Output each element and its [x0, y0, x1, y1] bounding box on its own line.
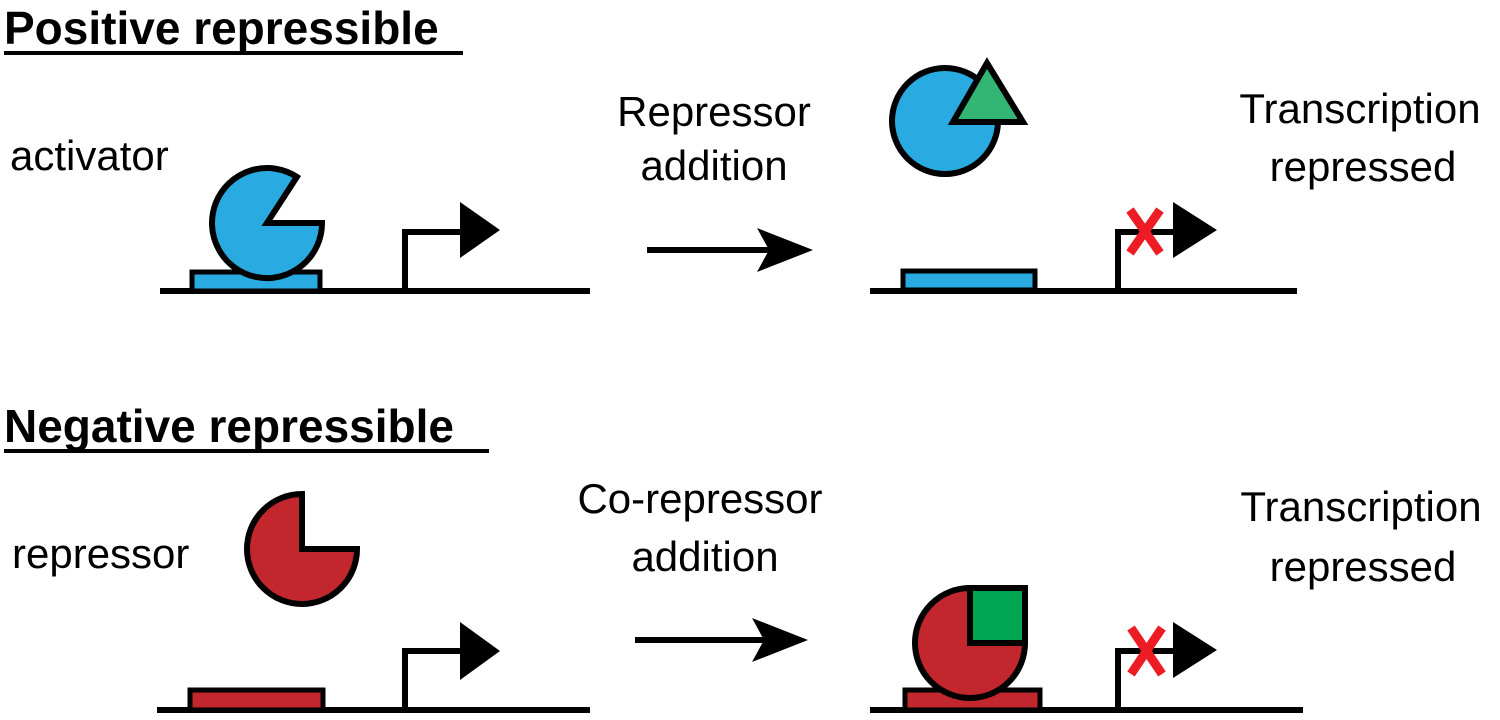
transition-label-line2: addition: [631, 533, 778, 580]
promoter-arrowhead-icon: [1173, 622, 1217, 678]
negative-repressed-complex: [912, 585, 1028, 701]
promoter-arrowhead-icon: [1173, 202, 1217, 258]
promoter-arrow-stem: [402, 229, 462, 291]
transition-label-line1: Repressor: [617, 88, 811, 135]
negative-transition: Co-repressor addition: [577, 475, 823, 662]
transition-label-line2: addition: [640, 142, 787, 189]
transition-label-line1: Co-repressor: [577, 475, 822, 522]
result-label-line1: Transcription: [1239, 85, 1480, 132]
positive-transition: Repressor addition: [617, 88, 813, 272]
repressor-protein-icon: [244, 490, 361, 607]
operator-site: [900, 268, 1038, 293]
promoter-arrow-stem: [402, 648, 462, 710]
positive-initial-state: [160, 165, 590, 294]
positive-heading: Positive repressible: [4, 2, 439, 54]
promoter-arrowhead-icon: [460, 622, 500, 680]
operator-site: [187, 687, 326, 713]
result-label-line1: Transcription: [1240, 483, 1481, 530]
repressor-label: repressor: [12, 530, 189, 577]
positive-panel: Positive repressible activator Repressor…: [4, 2, 1481, 294]
repressor-molecule-icon: [947, 57, 1029, 125]
positive-repressed-state: [870, 202, 1297, 294]
negative-panel: Negative repressible repressor Co-repres…: [4, 400, 1482, 713]
promoter-arrowhead-icon: [460, 202, 500, 258]
positive-repressed-complex: [889, 57, 1029, 177]
activator-label: activator: [10, 132, 169, 179]
negative-initial-state: [157, 622, 590, 713]
promoter-arrow-stem: [1115, 648, 1175, 710]
negative-repressed-state: [870, 585, 1303, 713]
transition-arrowhead-icon: [757, 228, 813, 272]
corepressor-molecule-icon: [967, 585, 1028, 646]
result-label-line2: repressed: [1270, 143, 1457, 190]
blocked-x-stroke: [1126, 207, 1164, 256]
blocked-x-stroke: [1127, 625, 1166, 677]
activator-protein-icon: [209, 165, 326, 282]
blocked-x-icon: [1127, 625, 1166, 677]
blocked-x-icon: [1126, 207, 1164, 256]
result-label-line2: repressed: [1270, 543, 1457, 590]
promoter-arrow-stem: [1115, 229, 1175, 291]
transition-arrowhead-icon: [752, 618, 808, 662]
negative-heading: Negative repressible: [4, 400, 454, 452]
